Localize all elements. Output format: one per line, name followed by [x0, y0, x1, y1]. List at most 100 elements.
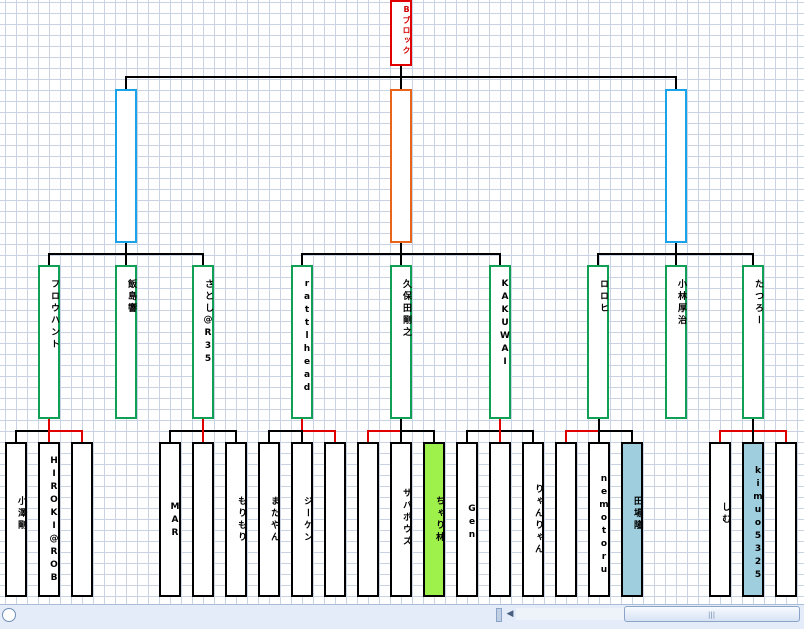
player-name: MAR	[170, 502, 180, 541]
connector-line	[48, 419, 50, 432]
connector-line	[752, 430, 787, 432]
player-name: もりもり	[236, 496, 246, 544]
round3-slot[interactable]: 小林厚治	[665, 265, 687, 419]
connector-line	[466, 430, 468, 442]
round4-slot-highlighted[interactable]: kimuo5325	[742, 442, 764, 597]
connector-line	[499, 419, 501, 432]
round4-slot[interactable]: 小澤剛	[5, 442, 27, 597]
round3-slot[interactable]: 久保田剛之	[390, 265, 412, 419]
tournament-bracket: Bブロック フロウハント 飯島響 さとし@R35 rattlhead 久保田剛	[5, 0, 797, 597]
round4-slot[interactable]: ジーケン	[291, 442, 313, 597]
sheet-nav-icon[interactable]	[2, 608, 16, 622]
player-name: さとし@R35	[203, 279, 213, 367]
player-name: ちゃり林	[434, 496, 444, 544]
horizontal-scrollbar[interactable]: ◀ |||	[0, 604, 804, 629]
player-name: 小林厚治	[676, 279, 686, 327]
player-name: 飯島響	[126, 279, 136, 315]
player-name: またやん	[269, 496, 279, 544]
round2-slot[interactable]	[665, 89, 687, 243]
connector-line	[268, 430, 270, 442]
connector-line	[400, 66, 402, 78]
round4-slot-highlighted[interactable]: ちゃり林	[423, 442, 445, 597]
connector-line	[719, 430, 721, 442]
round3-slot[interactable]: 飯島響	[115, 265, 137, 419]
connector-line	[202, 430, 204, 442]
player-name: kimuo5325	[753, 466, 763, 583]
round4-slot[interactable]: HIROKI@ROB	[38, 442, 60, 597]
connector-line	[125, 253, 127, 265]
player-name: ジーケン	[302, 496, 312, 544]
connector-line	[400, 430, 402, 442]
round4-slot[interactable]: もりもり	[225, 442, 247, 597]
player-name: ロロヒ	[598, 279, 608, 315]
round4-slot[interactable]	[357, 442, 379, 597]
connector-line	[400, 243, 402, 255]
round3-slot[interactable]: rattlhead	[291, 265, 313, 419]
connector-line	[400, 76, 402, 89]
scroll-left-arrow-icon[interactable]: ◀	[506, 609, 514, 619]
round3-slot[interactable]: フロウハント	[38, 265, 60, 419]
connector-line	[499, 253, 501, 265]
connector-line	[367, 430, 402, 432]
round4-slot[interactable]: MAR	[159, 442, 181, 597]
round4-slot[interactable]: またやん	[258, 442, 280, 597]
player-name: フロウハント	[49, 279, 59, 351]
player-name: 小澤剛	[16, 496, 26, 532]
round4-slot[interactable]	[775, 442, 797, 597]
player-name: しむ	[720, 502, 730, 526]
grip-icon: |||	[708, 611, 716, 619]
round3-slot[interactable]: たつろー	[742, 265, 764, 419]
connector-line	[202, 419, 204, 432]
round4-slot[interactable]	[489, 442, 511, 597]
connector-line	[81, 430, 83, 442]
block-title-box[interactable]: Bブロック	[390, 0, 412, 66]
connector-line	[301, 430, 336, 432]
connector-line	[15, 430, 50, 432]
connector-line	[598, 430, 633, 432]
connector-line	[301, 253, 303, 265]
connector-line	[433, 430, 435, 442]
scroll-track[interactable]	[516, 608, 624, 620]
round4-slot[interactable]: サバボウズ	[390, 442, 412, 597]
connector-line	[752, 253, 754, 265]
round4-slot[interactable]	[71, 442, 93, 597]
player-name: サバボウズ	[401, 488, 411, 548]
round4-slot-highlighted[interactable]: 田場隆	[621, 442, 643, 597]
block-title: Bブロック	[402, 5, 411, 56]
round3-slot[interactable]: さとし@R35	[192, 265, 214, 419]
round2-slot[interactable]	[115, 89, 137, 243]
player-name: 田場隆	[632, 496, 642, 532]
connector-line	[202, 253, 204, 265]
connector-line	[367, 430, 369, 442]
connector-line	[598, 419, 600, 432]
connector-line	[125, 243, 127, 255]
connector-line	[499, 430, 501, 442]
connector-line	[48, 430, 83, 432]
connector-line	[15, 430, 17, 442]
player-name: たつろー	[753, 279, 763, 327]
connector-line	[631, 430, 633, 442]
round4-slot[interactable]: Gen	[456, 442, 478, 597]
round4-slot[interactable]: nemotoru	[588, 442, 610, 597]
round4-slot[interactable]: しむ	[709, 442, 731, 597]
connector-line	[675, 76, 677, 89]
round4-slot[interactable]	[555, 442, 577, 597]
round4-slot[interactable]: りゃんりゃん	[522, 442, 544, 597]
connector-line	[301, 419, 303, 432]
round3-slot[interactable]: KAKUWAI	[489, 265, 511, 419]
connector-line	[565, 430, 600, 432]
connector-line	[125, 76, 127, 89]
scroll-thumb[interactable]: |||	[624, 606, 800, 622]
player-name: nemotoru	[599, 474, 609, 578]
connector-line	[334, 430, 336, 442]
round4-slot[interactable]	[324, 442, 346, 597]
connector-line	[268, 430, 303, 432]
connector-line	[565, 430, 567, 442]
round2-slot[interactable]	[390, 89, 412, 243]
connector-line	[785, 430, 787, 442]
connector-line	[235, 430, 237, 442]
tab-split-handle[interactable]	[496, 608, 502, 622]
round3-slot[interactable]: ロロヒ	[587, 265, 609, 419]
connector-line	[597, 253, 599, 265]
round4-slot[interactable]	[192, 442, 214, 597]
